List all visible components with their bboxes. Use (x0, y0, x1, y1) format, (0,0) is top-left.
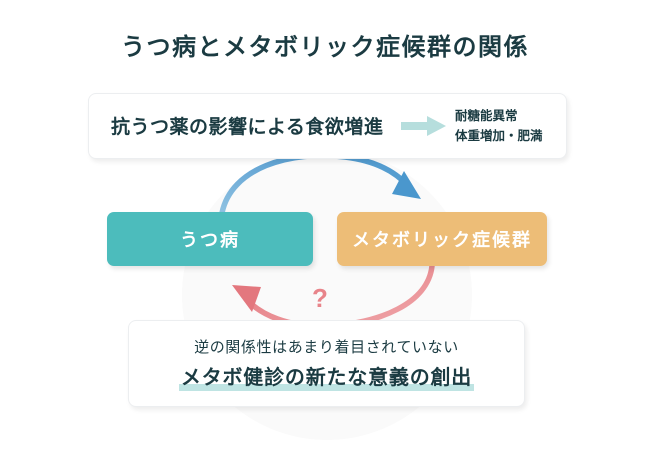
antidepressant-panel: 抗うつ薬の影響による食欲増進 耐糖能異常 体重増加・肥満 (88, 93, 567, 159)
conclusion-text: メタボ健診の新たな意義の創出 (178, 367, 475, 391)
node-depression-label: うつ病 (180, 230, 240, 250)
outcome-item-0: 耐糖能異常 (455, 109, 518, 123)
node-metabolic-syndrome-label: メタボリック症候群 (352, 230, 532, 250)
conclusion-highlight (178, 384, 475, 391)
reverse-curved-arrow (232, 263, 435, 329)
forward-curved-arrow (219, 152, 421, 216)
conclusion-wrapper: メタボ健診の新たな意義の創出 (129, 361, 524, 391)
right-arrow-icon (401, 116, 446, 136)
node-metabolic-syndrome[interactable]: メタボリック症候群 (337, 212, 547, 266)
outcome-list: 耐糖能異常 体重増加・肥満 (455, 106, 543, 146)
outcome-item-1: 体重増加・肥満 (455, 129, 543, 143)
page-title: うつ病とメタボリック症候群の関係 (121, 34, 529, 61)
question-mark-annotation: ? (312, 283, 328, 313)
antidepressant-cause-text: 抗うつ薬の影響による食欲増進 (111, 117, 384, 138)
node-depression[interactable]: うつ病 (107, 212, 313, 266)
conclusion-panel: 逆の関係性はあまり着目されていない メタボ健診の新たな意義の創出 (128, 320, 525, 407)
reverse-relationship-note: 逆の関係性はあまり着目されていない (194, 339, 459, 356)
